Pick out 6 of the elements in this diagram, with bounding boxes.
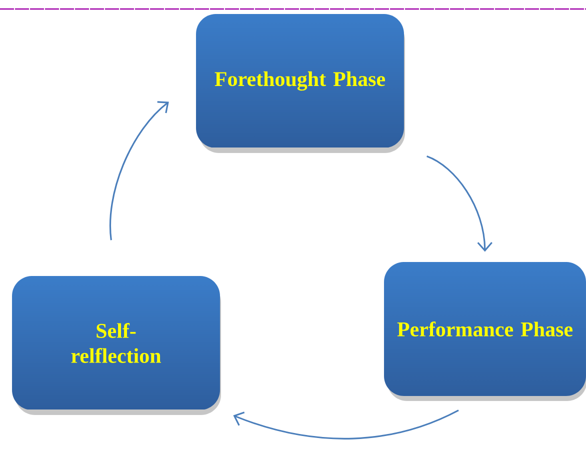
process-box: Forethought Phase [196,14,405,153]
process-box: Performance Phase [384,262,586,401]
curved-arrow [233,410,459,440]
process-box: Self-relflection [12,276,221,415]
curved-arrow [426,156,492,252]
curved-arrow [110,101,169,240]
